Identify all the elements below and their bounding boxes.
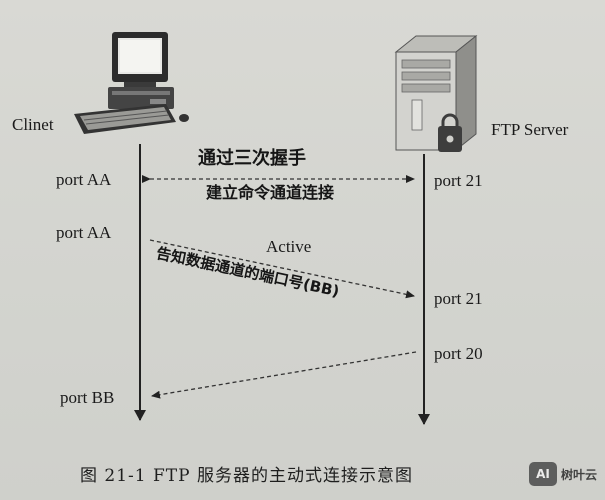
watermark-logo: AI 树叶云 (528, 462, 597, 486)
client-label: Clinet (12, 115, 54, 134)
active-label: Active (266, 237, 312, 256)
client-port-aa-1: port AA (56, 170, 112, 189)
watermark-badge: AI (528, 462, 557, 486)
server-port-21-2: port 21 (434, 289, 483, 308)
computer-icon (74, 32, 189, 134)
server-label: FTP Server (491, 120, 569, 139)
figure-caption: 图 21-1 FTP 服务器的主动式连接示意图 (80, 466, 413, 486)
watermark-name: 树叶云 (560, 467, 597, 482)
notify-port-arrow (149, 239, 415, 299)
client-port-bb: port BB (60, 388, 115, 407)
server-icon (394, 34, 478, 152)
server-port-21-1: port 21 (434, 171, 483, 190)
client-port-aa-2: port AA (56, 223, 112, 242)
data-connection-arrow (151, 351, 417, 399)
command-channel-label: 建立命令通道连接 (206, 183, 335, 202)
handshake-title: 通过三次握手 (198, 148, 306, 169)
server-port-20: port 20 (434, 344, 483, 363)
